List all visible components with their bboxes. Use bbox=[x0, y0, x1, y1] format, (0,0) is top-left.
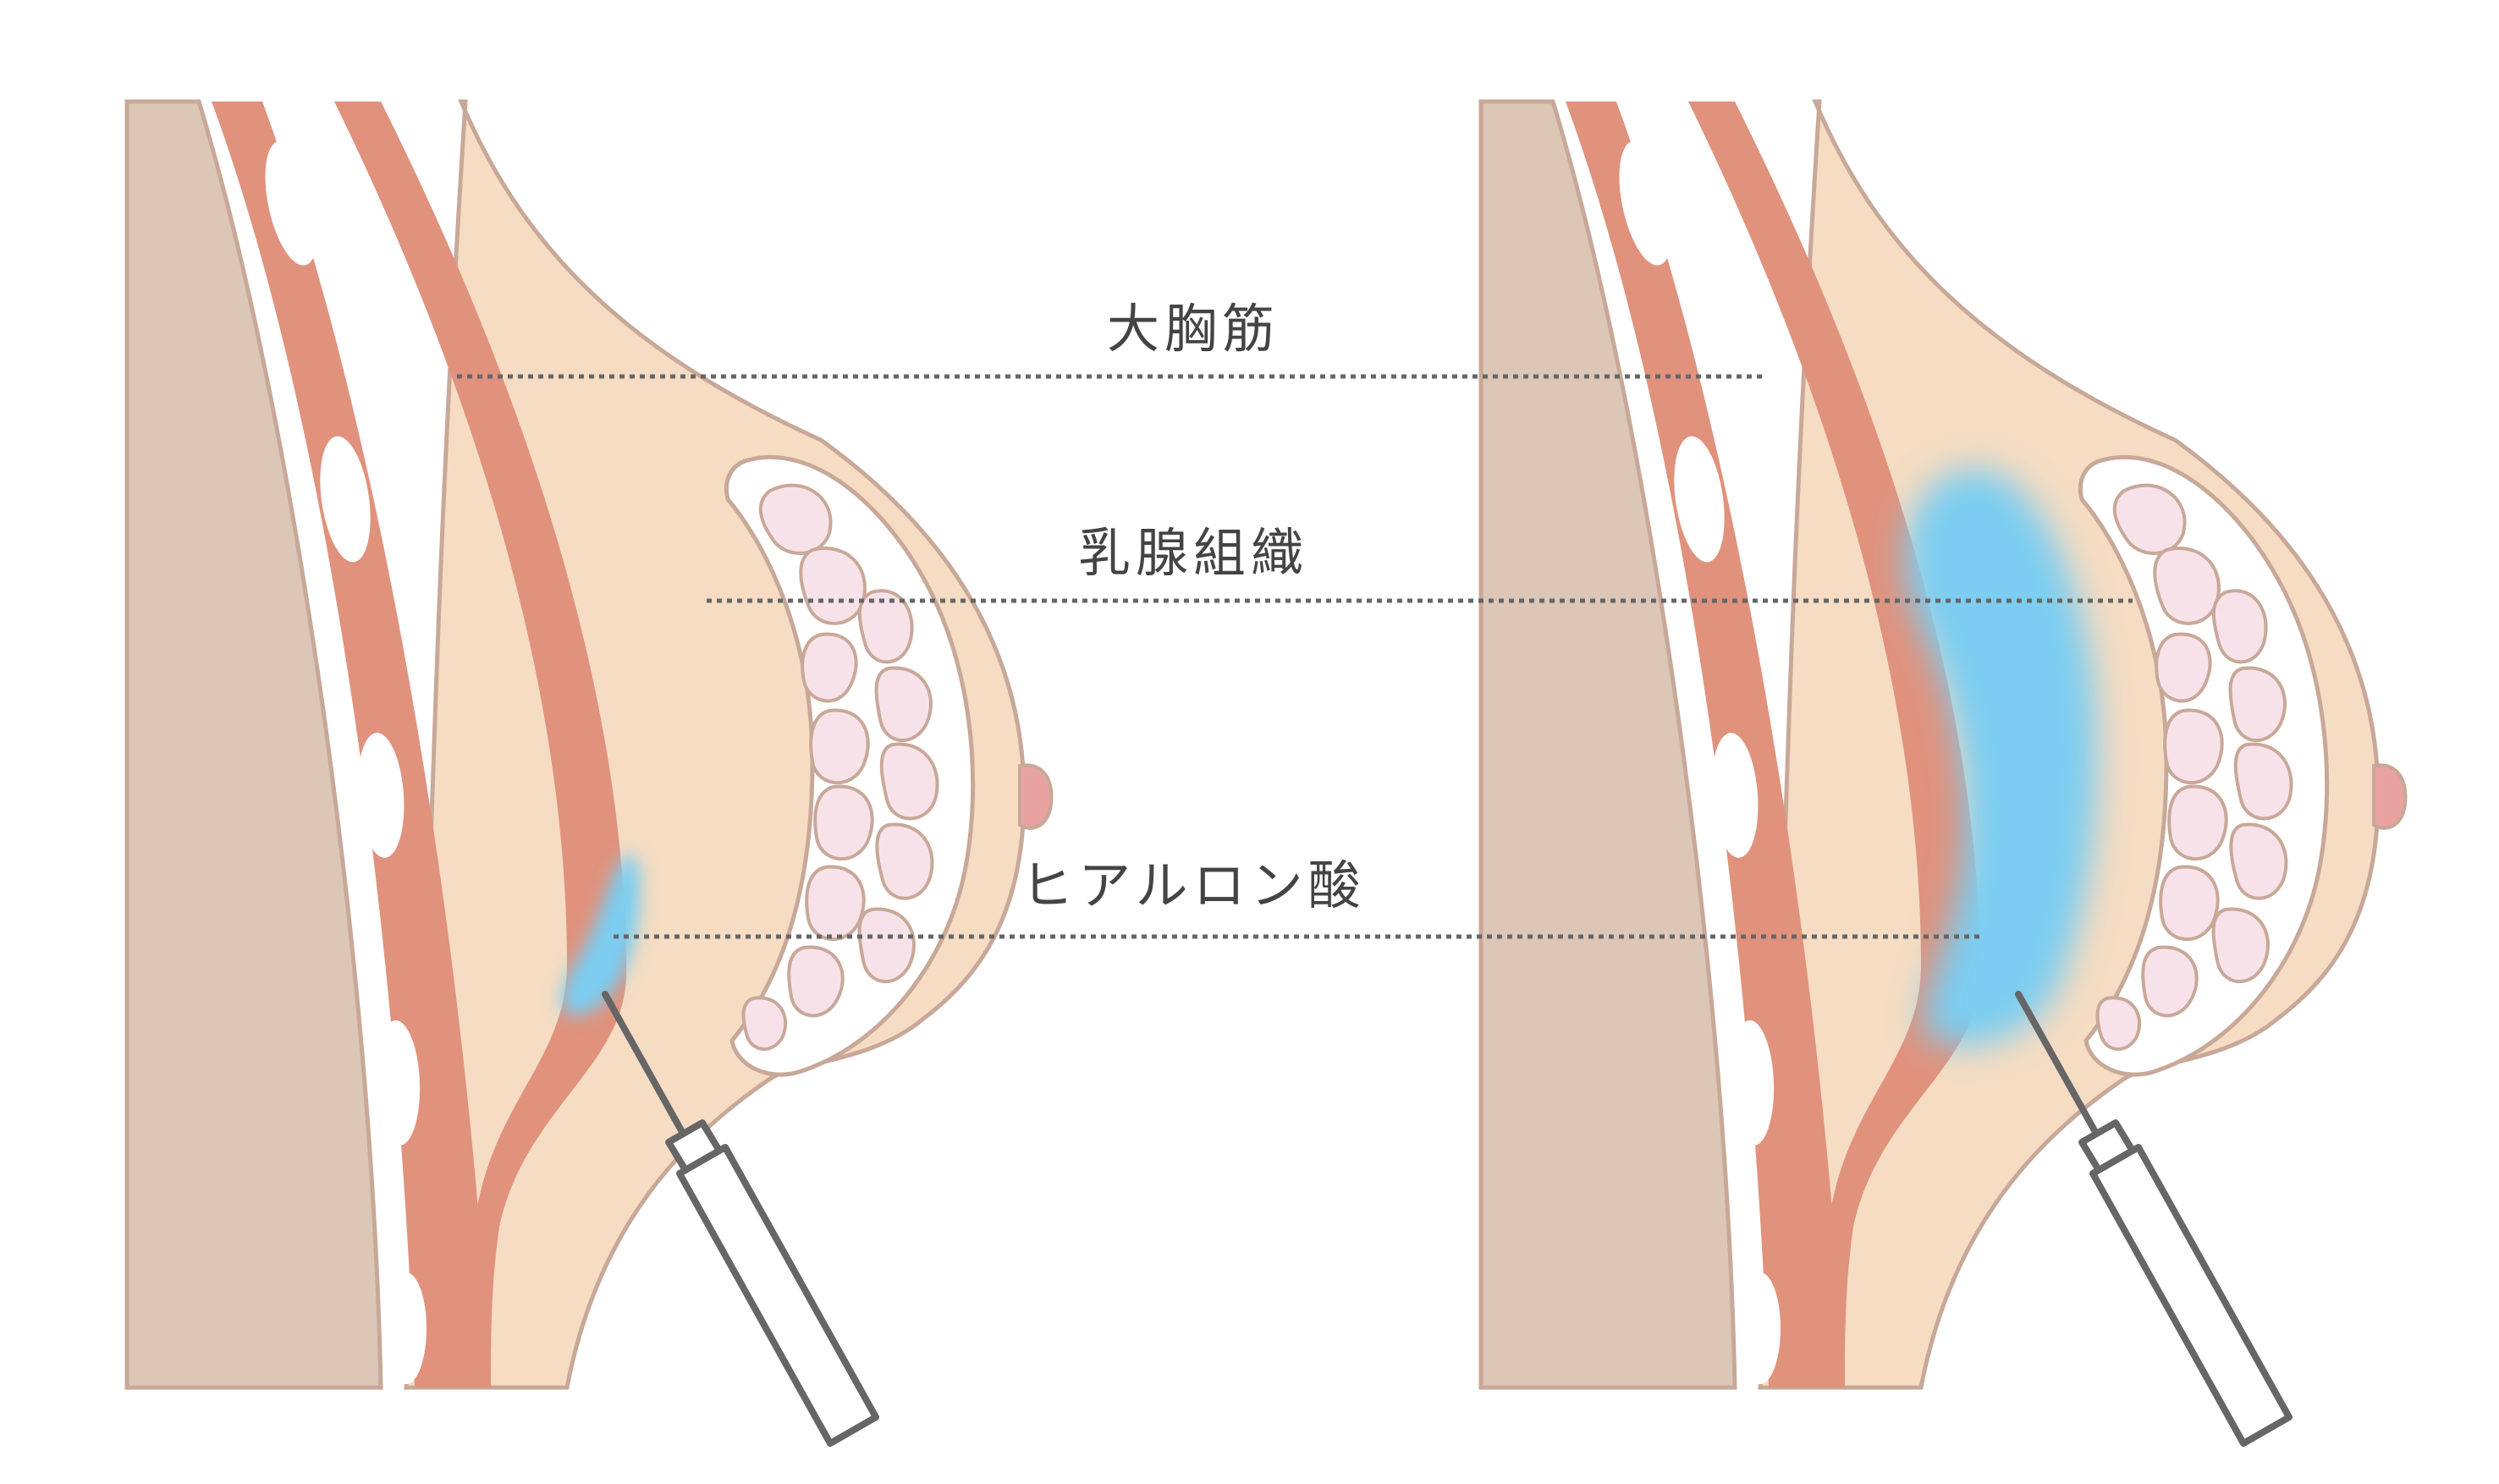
hyaluronic-acid-large bbox=[1905, 469, 2097, 1047]
panel-before bbox=[127, 102, 1052, 1443]
label-hyaluronic: ヒアルロン酸 bbox=[1021, 855, 1365, 916]
label-muscle: 大胸筋 bbox=[1107, 298, 1280, 360]
panel-after bbox=[1481, 102, 2406, 1443]
hyaluronic-acid-small bbox=[561, 854, 641, 1015]
label-mammary: 乳腺組織 bbox=[1078, 522, 1308, 584]
